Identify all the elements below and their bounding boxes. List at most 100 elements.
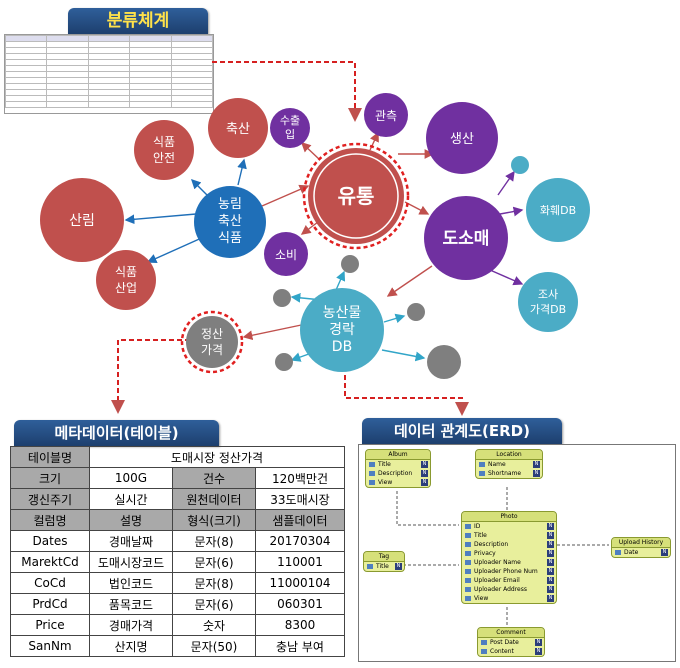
dashed-connectors [111,61,469,416]
svg-text:안전: 안전 [153,151,175,165]
column-header: 컬럼명 [10,509,90,531]
table-name-value: 도매시장 정산가격 [89,446,345,468]
svg-text:수출: 수출 [280,114,300,127]
entity-field: Uploader Name [462,558,556,567]
svg-text:관측: 관측 [375,109,397,123]
table-row: CoCd 법인코드 문자(8) 11000104 [10,572,345,594]
svg-text:가격DB: 가격DB [530,303,566,316]
auction-db-node: 농산물 경락 DB [300,288,384,372]
erd-title: 데이터 관계도(ERD) [362,418,562,444]
photo-entity: Photo ID Title Description Privacy Uploa… [461,511,557,604]
production-node: 생산 [426,102,498,174]
observation-node: 관측 [364,93,408,137]
wholesale-node: 도소매 [424,196,508,280]
table-cell: Dates [10,530,90,552]
entity-field: Post Date [478,638,544,647]
connectors [124,131,524,362]
food-safety-node: 식품 안전 [134,120,194,180]
table-cell: 품목코드 [89,593,173,615]
size-value: 100G [89,467,173,489]
entity-title: Location [476,450,542,460]
column-header: 샘플데이터 [255,509,345,531]
entity-field: Shortname [476,469,542,478]
table-name-label: 테이블명 [10,446,90,468]
table-cell: 도매시장코드 [89,551,173,573]
table-cell: 문자(6) [172,593,256,615]
table-cell: Price [10,614,90,636]
svg-text:산림: 산림 [69,213,95,229]
table-cell: 산지명 [89,635,173,657]
entity-field: Uploader Phone Num [462,567,556,576]
entity-title: Photo [462,512,556,522]
svg-text:화훼DB: 화훼DB [540,204,576,217]
table-cell: 8300 [255,614,345,636]
svg-text:식품: 식품 [218,231,242,246]
comment-entity: Comment Post Date Content [477,627,545,657]
svg-text:조사: 조사 [538,288,558,301]
small-teal-node [511,156,529,174]
entity-title: Upload History [612,538,670,548]
table-row: MarektCd 도매시장코드 문자(6) 110001 [10,551,345,573]
svg-text:식품: 식품 [115,265,137,279]
source-data-value: 33도매시장 [255,488,345,510]
gray-dot-node [407,303,425,321]
settlement-price-node: 정산 가격 [180,310,244,374]
table-cell: CoCd [10,572,90,594]
entity-field: Uploader Email [462,576,556,585]
erd-relations [396,487,609,625]
update-cycle-value: 실시간 [89,488,173,510]
entity-field: Content [478,647,544,656]
svg-text:유통: 유통 [338,184,375,208]
svg-text:가격: 가격 [201,343,223,357]
livestock-node: 축산 [208,98,268,158]
table-row: Dates 경매날짜 문자(8) 20170304 [10,530,345,552]
upload-history-entity: Upload History Date [611,537,671,558]
gray-dot-node [273,289,291,307]
svg-text:정산: 정산 [201,327,223,341]
table-row: PrdCd 품목코드 문자(6) 060301 [10,593,345,615]
entity-field: View [462,594,556,603]
classification-title: 분류체계 [68,8,208,34]
svg-text:경락: 경락 [329,322,355,338]
table-cell: 문자(6) [172,551,256,573]
table-cell: 060301 [255,593,345,615]
table-cell: 충남 부여 [255,635,345,657]
export-import-node: 수출 입 [270,108,310,148]
flower-db-node: 화훼DB [526,178,590,242]
entity-title: Tag [364,552,404,562]
gray-dot-node [275,353,293,371]
svg-text:도소매: 도소매 [443,229,490,249]
table-cell: PrdCd [10,593,90,615]
entity-field: Name [476,460,542,469]
metadata-table: 테이블명 도매시장 정산가격 크기 100G 건수 120백만건 갱신주기 실시… [10,446,345,657]
svg-text:소비: 소비 [275,248,297,262]
concept-map: 생산 관측 수출 입 축산 식품 안전 산림 농림 축산 식품 [40,61,590,416]
gray-dot-node [427,345,461,379]
entity-field: Description [462,540,556,549]
svg-text:식품: 식품 [153,135,175,149]
svg-text:축산: 축산 [218,214,242,229]
tag-entity: Tag Title [363,551,405,572]
column-header: 설명 [89,509,173,531]
entity-field: View [366,478,430,487]
food-industry-node: 식품 산업 [96,250,156,310]
entity-title: Comment [478,628,544,638]
table-cell: 경매가격 [89,614,173,636]
table-cell: 법인코드 [89,572,173,594]
entity-field: Privacy [462,549,556,558]
forest-node: 산림 [40,178,124,262]
count-label: 건수 [172,467,256,489]
column-header: 형식(크기) [172,509,256,531]
table-cell: SanNm [10,635,90,657]
metadata-title: 메타데이터(테이블) [14,420,219,446]
table-cell: 11000104 [255,572,345,594]
entity-field: Title [462,531,556,540]
classification-table-thumbnail [4,34,214,114]
svg-text:입: 입 [285,128,295,141]
table-cell: 20170304 [255,530,345,552]
agri-food-node: 농림 축산 식품 [194,186,266,258]
table-cell: MarektCd [10,551,90,573]
table-cell: 문자(8) [172,572,256,594]
svg-text:생산: 생산 [450,132,474,147]
album-entity: Album Title Description View [365,449,431,488]
